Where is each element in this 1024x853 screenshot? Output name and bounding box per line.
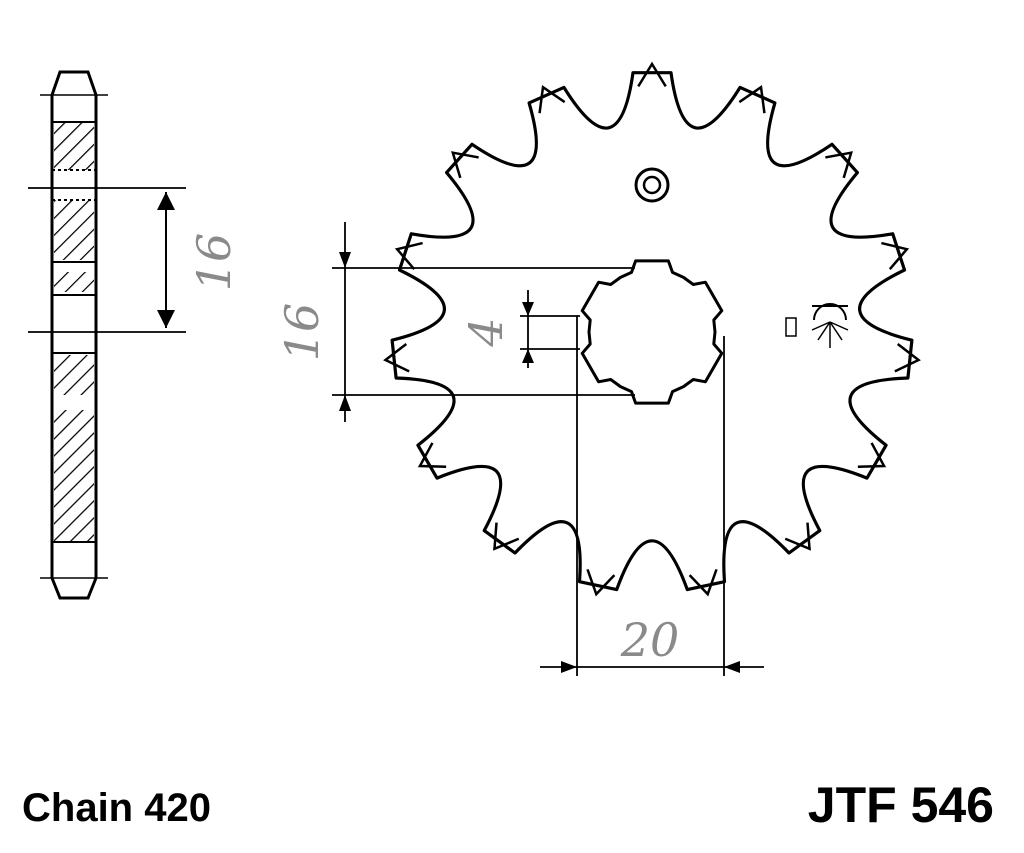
tooth-tip-markers <box>383 61 921 597</box>
tooth-tip <box>451 151 479 179</box>
bore-height-dimension: 16 <box>275 303 329 362</box>
tooth-tip <box>637 61 667 88</box>
manufacturer-mark-icon <box>785 303 849 348</box>
splined-bore-outline <box>580 259 724 405</box>
tooth-tip <box>857 442 887 468</box>
tooth-tip <box>586 568 616 597</box>
tooth-tip <box>738 84 766 114</box>
tooth-tip <box>825 151 853 179</box>
side-view-outline <box>50 70 98 600</box>
side-hatch-middle-lower <box>54 272 94 292</box>
keyway-dimension: 4 <box>459 317 513 347</box>
side-height-dimension: 16 <box>187 233 241 292</box>
tooth-tip <box>417 442 447 468</box>
tooth-tip <box>394 241 423 270</box>
tooth-tip <box>894 343 921 373</box>
sprocket-side-view: 16 <box>28 70 241 600</box>
tooth-tip <box>383 343 410 373</box>
tooth-tip <box>493 522 520 551</box>
bore-diameter-dimension: 20 <box>620 613 680 667</box>
chain-size-label: Chain 420 <box>22 786 211 830</box>
tooth-tip <box>538 84 566 114</box>
mounting-hole <box>634 167 670 203</box>
sprocket-teeth-outline <box>390 71 914 592</box>
tooth-tip <box>881 241 910 270</box>
side-hatch-middle-upper <box>54 200 94 260</box>
side-hatch-upper <box>54 122 94 170</box>
side-hatch-lower <box>54 410 94 542</box>
side-hatch-bore <box>54 355 94 395</box>
tooth-tip <box>688 568 718 597</box>
tooth-tip <box>784 522 811 551</box>
part-number-label: JTF 546 <box>807 777 994 833</box>
sprocket-front-view: 16 4 20 <box>275 61 921 676</box>
